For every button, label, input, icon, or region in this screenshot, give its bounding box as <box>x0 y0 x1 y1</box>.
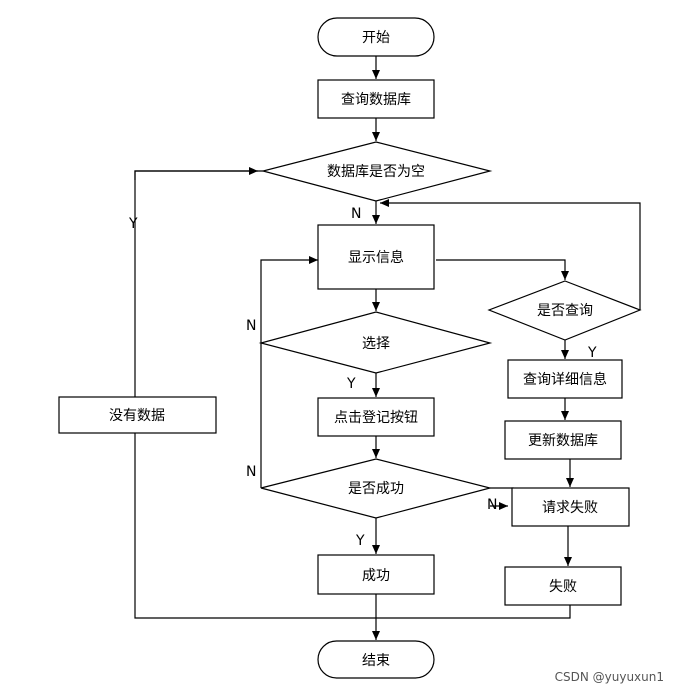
svg-text:没有数据: 没有数据 <box>109 408 165 424</box>
svg-text:成功: 成功 <box>362 568 390 584</box>
svg-text:是否查询: 是否查询 <box>537 303 593 319</box>
edge-show-isquery <box>436 259 569 280</box>
edge-fail-end <box>376 605 571 619</box>
edge-isquery-no <box>380 199 641 310</box>
node-request-fail: 请求失败 <box>511 487 630 527</box>
label-success-yes: Y <box>355 533 365 549</box>
label-dbempty-no: N <box>351 206 361 222</box>
svg-text:显示信息: 显示信息 <box>348 249 404 266</box>
label-isquery-yes: Y <box>587 345 597 361</box>
node-is-query: 是否查询 <box>487 280 642 341</box>
node-select: 选择 <box>258 311 493 374</box>
svg-text:失败: 失败 <box>549 579 577 595</box>
label-dbempty-yes: Y <box>128 216 138 232</box>
edge-dbempty-yes-arrow <box>134 167 258 180</box>
svg-text:结束: 结束 <box>362 653 390 669</box>
label-success-no-right: N <box>487 497 497 513</box>
svg-text:数据库是否为空: 数据库是否为空 <box>327 164 425 180</box>
svg-text:选择: 选择 <box>362 336 390 352</box>
label-select-yes: Y <box>346 376 356 392</box>
svg-text:查询数据库: 查询数据库 <box>341 92 411 108</box>
node-update-db: 更新数据库 <box>504 420 622 460</box>
label-success-no-left: N <box>246 464 256 480</box>
svg-text:开始: 开始 <box>362 30 390 46</box>
edge-select-no <box>260 256 318 343</box>
node-query-detail: 查询详细信息 <box>507 359 623 399</box>
node-show-info: 显示信息 <box>317 224 435 290</box>
node-start: 开始 <box>317 17 435 57</box>
svg-text:更新数据库: 更新数据库 <box>528 433 598 449</box>
node-click-register: 点击登记按钮 <box>317 397 435 437</box>
node-end: 结束 <box>317 640 435 679</box>
node-no-data: 没有数据 <box>58 396 217 434</box>
node-db-empty: 数据库是否为空 <box>260 141 493 202</box>
svg-text:查询详细信息: 查询详细信息 <box>523 371 607 388</box>
node-query-db: 查询数据库 <box>317 79 435 119</box>
svg-text:请求失败: 请求失败 <box>542 500 598 516</box>
watermark-text: CSDN @yuyuxun1 <box>555 670 664 684</box>
node-is-success: 是否成功 <box>260 458 493 519</box>
edges <box>134 56 641 640</box>
svg-text:点击登记按钮: 点击登记按钮 <box>334 410 418 426</box>
svg-text:是否成功: 是否成功 <box>348 481 404 497</box>
label-select-no: N <box>246 318 256 334</box>
node-fail: 失败 <box>504 566 622 606</box>
node-success: 成功 <box>317 554 435 595</box>
